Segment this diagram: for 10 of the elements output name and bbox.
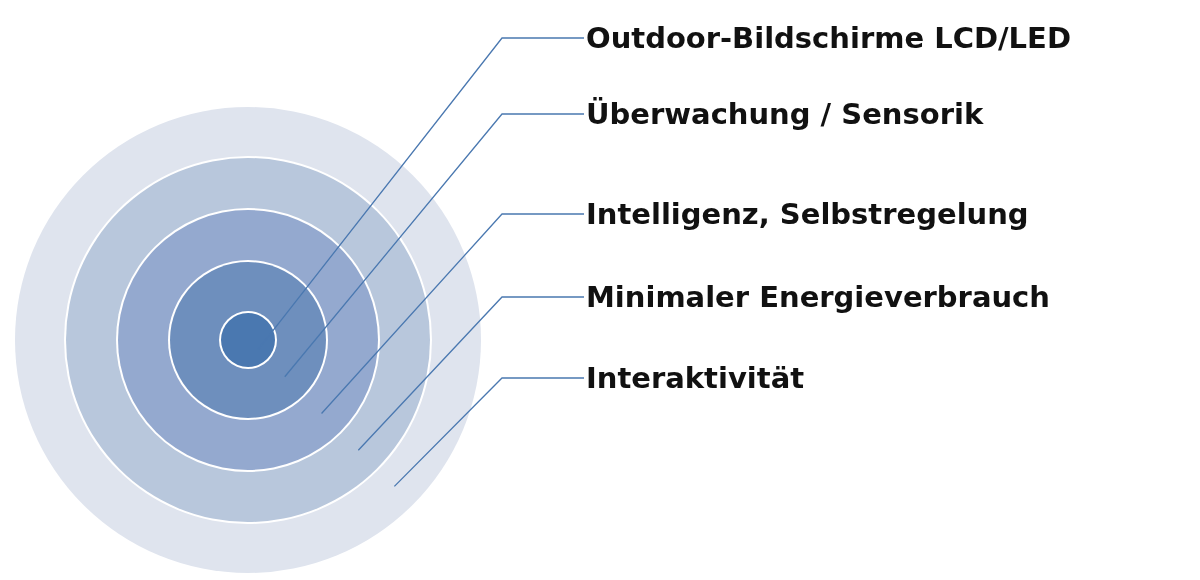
leader-line (393, 377, 585, 487)
feature-label: Überwachung / Sensorik (586, 96, 984, 132)
feature-label: Intelligenz, Selbstregelung (586, 196, 1029, 232)
leader-line (357, 296, 585, 451)
leader-line (320, 213, 585, 415)
feature-label: Interaktivität (586, 360, 805, 396)
ring-circle (221, 313, 275, 367)
feature-label: Minimaler Energieverbrauch (586, 279, 1050, 315)
leader-line (284, 113, 585, 378)
feature-label: Outdoor-Bildschirme LCD/LED (586, 20, 1071, 56)
